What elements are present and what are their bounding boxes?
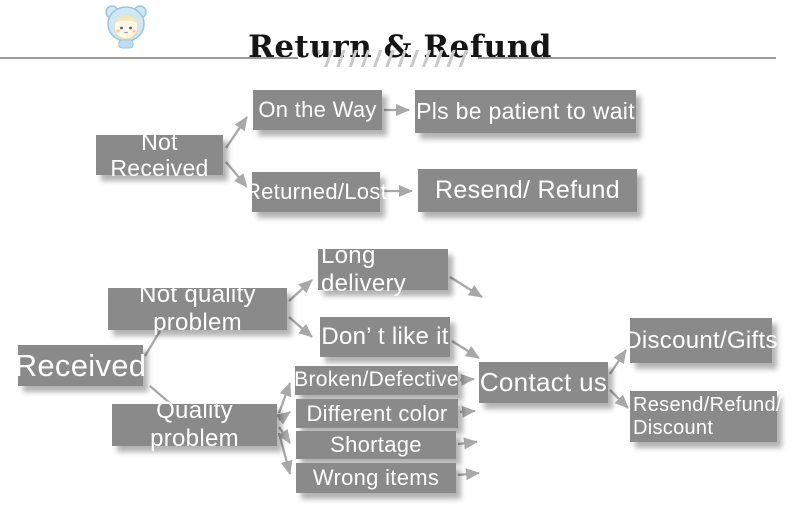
divider-line-left	[0, 57, 298, 59]
flowchart-node-pls-be-patient: Pls be patient to wait	[415, 90, 636, 133]
flowchart-node-returned-lost: Returned/Lost	[245, 172, 387, 212]
flowchart-edge-1	[225, 161, 248, 188]
flowchart-edge-7	[288, 316, 313, 338]
flowchart-edge-17	[457, 468, 480, 481]
flowchart-node-not-received: Not Received	[96, 129, 223, 181]
flowchart-edge-15	[459, 405, 476, 418]
flowchart-edge-0	[225, 116, 248, 149]
flowchart-node-not-quality-problem: Not quality problem	[108, 281, 287, 336]
flowchart-edge-6	[288, 279, 313, 302]
flowchart-edge-12	[277, 426, 291, 444]
flowchart-node-different-color: Different color	[296, 399, 458, 428]
flowchart-node-resend-refund: Resend/ Refund	[418, 169, 637, 212]
flowchart-node-contact-us: Contact us	[479, 362, 608, 403]
flowchart-node-long-delivery: Long delivery	[318, 242, 448, 297]
flowchart-node-wrong-items: Wrong items	[296, 463, 456, 493]
hatch-decoration	[318, 50, 470, 67]
flowchart-node-on-the-way: On the Way	[253, 90, 382, 130]
flowchart-edge-9	[451, 340, 480, 359]
mascot-graphic	[105, 5, 147, 49]
flowchart-node-quality-problem: Quality problem	[112, 397, 277, 452]
flowchart-node-resend-refund-discount: Resend/Refund/ Discount	[630, 391, 781, 442]
flowchart-node-broken-defective: Broken/Defective	[294, 366, 459, 395]
flowchart-edge-10	[277, 382, 292, 414]
flowchart-edge-14	[459, 373, 475, 386]
divider-line-right	[478, 57, 776, 59]
flowchart-edge-13	[277, 432, 293, 475]
flowchart-node-shortage: Shortage	[296, 431, 456, 459]
flowchart-node-dont-like-it: Don’ t like it	[320, 317, 450, 357]
flowchart-edge-11	[275, 411, 291, 425]
flowchart-node-discount-gifts: Discount/Gifts	[624, 318, 777, 363]
mascot-icon	[103, 2, 149, 50]
flowchart-edge-19	[609, 389, 629, 409]
flowchart-node-received: Received	[15, 345, 146, 386]
flowchart-edge-8	[449, 276, 483, 298]
flowchart-edge-16	[457, 437, 478, 450]
